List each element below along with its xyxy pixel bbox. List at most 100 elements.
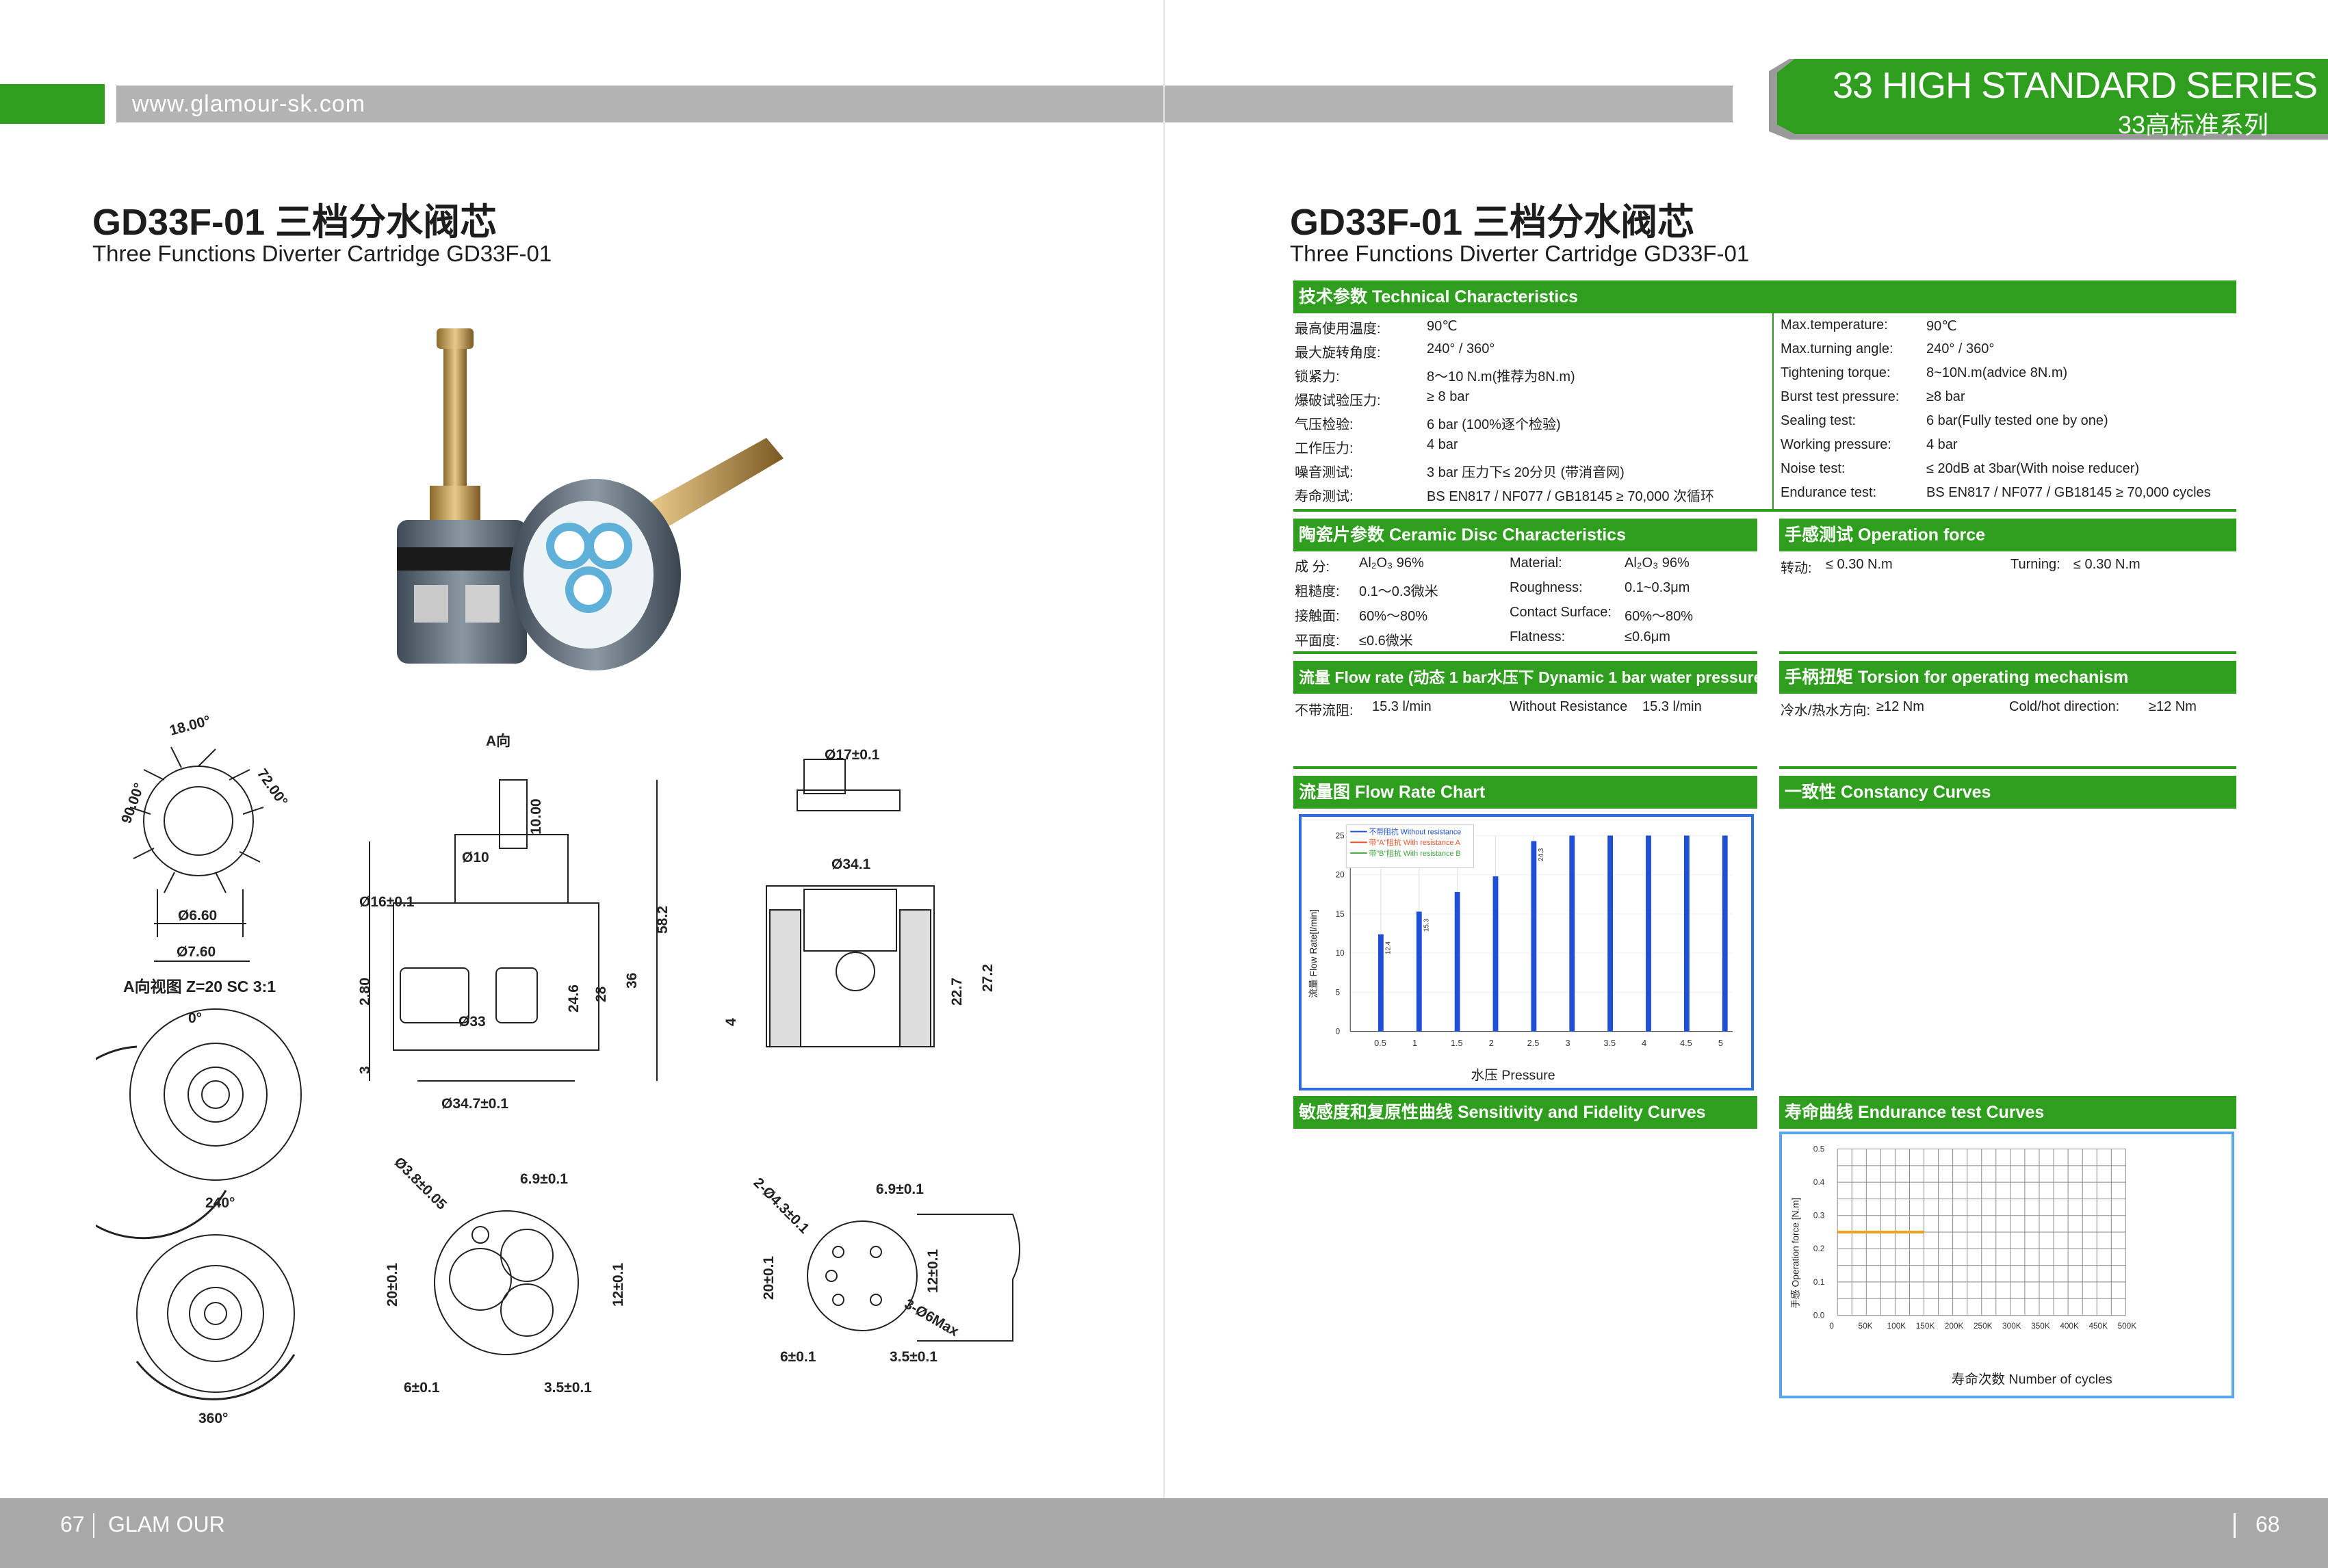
tech-en-key: Burst test pressure: (1781, 389, 1900, 404)
dim-d10: Ø10 (462, 850, 489, 865)
ceramic-value-cn: Al₂O₃ 96% (1359, 556, 1424, 571)
dim-d33: Ø33 (458, 1014, 486, 1030)
technical-drawings: 18.00° 72.00° 90.00° Ø6.60 Ø7.60 A向视图 Z=… (96, 713, 1020, 1426)
right-page-number: 68 (2255, 1512, 2280, 1537)
ceramic-value-en: Al₂O₃ 96% (1625, 556, 1690, 571)
dim-d6-b: 3-Ø6Max (902, 1296, 962, 1340)
ceramic-value-cn: ≤0.6微米 (1359, 633, 1413, 649)
dim-d16: Ø16±0.1 (359, 894, 415, 910)
header-accent-bar (0, 84, 105, 124)
ceramic-panel: 成 分:Al₂O₃ 96%Material:Al₂O₃ 96%粗糙度:0.1～0… (1293, 551, 1757, 654)
ceramic-value-en: ≤0.6μm (1625, 629, 1670, 644)
left-page-title: GD33F-01 三档分水阀芯 (92, 202, 497, 243)
data-label: 12.4 (1385, 941, 1393, 954)
x-tick-label: 0 (1829, 1322, 1834, 1331)
endurance-xlabel: 寿命次数 Number of cycles (1952, 1372, 2112, 1387)
x-tick-label: 5 (1718, 1038, 1723, 1048)
ceramic-value-cn: 0.1～0.3微米 (1359, 584, 1438, 599)
ceramic-key-cn: 平面度: (1295, 633, 1340, 649)
flow-k2: Without Resistance (1510, 699, 1628, 714)
dim-d341: Ø34.1 (831, 857, 871, 872)
data-label: 24.3 (1538, 848, 1545, 861)
ceramic-key-cn: 接触面: (1295, 609, 1340, 624)
website-url[interactable]: www.glamour-sk.com (132, 91, 366, 117)
torsion-v2: ≥12 Nm (2149, 699, 2197, 714)
legend-item-2: 带"B"阻抗 With resistance B (1369, 849, 1461, 858)
y-tick-label: 0.1 (1813, 1278, 1824, 1287)
dim-w35-b: 3.5±0.1 (890, 1349, 937, 1365)
flow-bar (1722, 835, 1728, 1032)
dim-h582: 58.2 (655, 906, 671, 934)
flow-bar (1683, 835, 1690, 1032)
tech-cn-value: 4 bar (1427, 437, 1458, 452)
operation-v1: ≤ 0.30 N.m (1826, 557, 1893, 572)
tech-cn-value: BS EN817 / NF077 / GB18145 ≥ 70,000 次循环 (1427, 489, 1715, 504)
tech-cn-value: ≥ 8 bar (1427, 389, 1470, 404)
left-page-number: 67 (60, 1512, 85, 1537)
torsion-panel: 冷水/热水方向: ≥12 Nm Cold/hot direction: ≥12 … (1779, 694, 2236, 769)
view-a-arrow-label: A向 (486, 733, 510, 749)
dim-d760: Ø7.60 (177, 944, 216, 960)
x-tick-label: 4 (1642, 1038, 1646, 1048)
dim-h28: 28 (593, 986, 609, 1002)
x-tick-label: 0.5 (1374, 1038, 1386, 1048)
flow-bar (1492, 876, 1499, 1032)
dim-h227: 22.7 (949, 978, 965, 1006)
x-tick-label: 500K (2118, 1322, 2137, 1331)
tech-en-value: 90℃ (1926, 319, 1957, 334)
x-tick-label: 300K (2002, 1322, 2021, 1331)
torsion-k1: 冷水/热水方向: (1781, 703, 1871, 718)
y-tick-label: 15 (1336, 910, 1345, 919)
rotation-view-240 (96, 1008, 302, 1240)
y-tick-label: 20 (1336, 871, 1345, 880)
x-tick-label: 100K (1887, 1322, 1906, 1331)
angle-360-label: 360° (198, 1411, 228, 1426)
y-tick-label: 25 (1336, 831, 1345, 840)
flow-bar (1378, 934, 1384, 1032)
tech-cn-value: 3 bar 压力下≤ 20分贝 (带消音网) (1427, 465, 1625, 480)
dim-h36: 36 (624, 973, 640, 989)
tech-en-key: Endurance test: (1781, 485, 1877, 500)
flow-bar (1569, 835, 1575, 1032)
y-tick-label: 0.5 (1813, 1145, 1825, 1153)
x-tick-label: 2.5 (1527, 1038, 1540, 1048)
tech-cn-key: 噪音测试: (1295, 465, 1354, 480)
spline-view-drawing (129, 746, 264, 962)
tech-en-value: 6 bar(Fully tested one by one) (1926, 413, 2108, 428)
flow-v2: 15.3 l/min (1642, 699, 1702, 714)
dim-h272: 27.2 (980, 964, 996, 992)
tech-en-value: BS EN817 / NF077 / GB18145 ≥ 70,000 cycl… (1926, 485, 2211, 500)
operation-force-panel: 转动: ≤ 0.30 N.m Turning: ≤ 0.30 N.m (1779, 551, 2236, 654)
dim-w6-b: 6±0.1 (780, 1349, 816, 1365)
dim-angle-72: 72.00° (254, 766, 291, 809)
dim-d43-b: 2-Ø4.3±0.1 (750, 1175, 812, 1237)
dim-w6-a: 6±0.1 (404, 1380, 440, 1396)
tech-en-value: ≤ 20dB at 3bar(With noise reducer) (1926, 461, 2140, 476)
data-label: 15.3 (1423, 918, 1430, 932)
tech-characteristics-header: 技术参数 Technical Characteristics (1293, 280, 2236, 313)
ceramic-value-en: 0.1~0.3μm (1625, 580, 1690, 595)
side-view-drawing (369, 779, 658, 1082)
operation-v2: ≤ 0.30 N.m (2073, 557, 2141, 572)
dim-d17: Ø17±0.1 (825, 747, 880, 763)
tech-cn-value: 90℃ (1427, 319, 1458, 334)
tech-cn-key: 工作压力: (1295, 441, 1354, 456)
tech-en-key: Working pressure: (1781, 437, 1891, 452)
ceramic-value-cn: 60%～80% (1359, 609, 1428, 624)
torsion-k2: Cold/hot direction: (2009, 699, 2120, 714)
dim-w69-a: 6.9±0.1 (520, 1171, 568, 1187)
tech-cn-key: 最高使用温度: (1295, 322, 1381, 337)
ceramic-key-en: Material: (1510, 556, 1562, 571)
tech-cn-key: 气压检验: (1295, 417, 1354, 432)
flow-bar (1454, 891, 1460, 1032)
dim-h12-a: 12±0.1 (610, 1263, 626, 1307)
x-tick-label: 2 (1489, 1038, 1494, 1048)
dim-w35-a: 3.5±0.1 (544, 1380, 592, 1396)
flow-chart-ylabel: 流量 Flow Rate[l/min] (1308, 909, 1319, 998)
angle-240-label: 240° (205, 1195, 235, 1211)
tech-cn-value: 8～10 N.m(推荐为8N.m) (1427, 369, 1575, 384)
x-tick-label: 400K (2060, 1322, 2079, 1331)
